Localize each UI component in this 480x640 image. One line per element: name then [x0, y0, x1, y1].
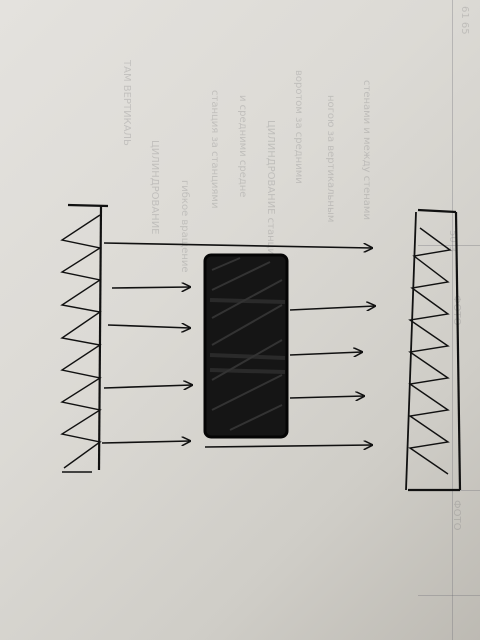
- arrow-1: [103, 242, 372, 248]
- arrow-3: [107, 325, 190, 328]
- arrow-4: [103, 385, 192, 388]
- table-rule-vertical: [452, 0, 453, 640]
- center-block: [203, 253, 289, 439]
- arrow-7: [289, 352, 362, 355]
- left-wall: [60, 203, 109, 473]
- arrow-6: [289, 306, 375, 310]
- arrow-8: [289, 396, 364, 398]
- incoming-arrows: [101, 242, 372, 443]
- table-rule-h3: [418, 595, 480, 596]
- right-wall: [405, 208, 462, 492]
- table-rule-h1: [418, 245, 480, 246]
- arrow-9: [204, 445, 372, 447]
- outgoing-arrows: [204, 306, 375, 447]
- arrow-2: [111, 287, 190, 288]
- arrow-5: [101, 441, 190, 443]
